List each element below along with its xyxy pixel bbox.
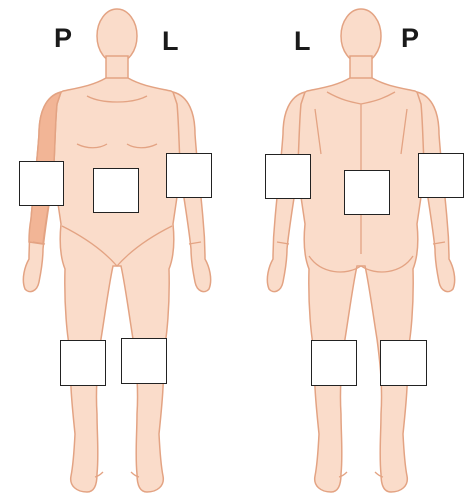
front-left-label: P: [54, 25, 72, 52]
back-left-knee-box[interactable]: [311, 340, 357, 386]
front-abdomen-box[interactable]: [93, 168, 139, 213]
front-left-arm-box[interactable]: [166, 153, 212, 198]
back-right-knee-box[interactable]: [380, 340, 427, 386]
front-right-arm-box[interactable]: [19, 161, 64, 206]
back-body-figure: [267, 9, 454, 492]
back-lower-back-box[interactable]: [344, 170, 390, 215]
front-left-knee-box[interactable]: [121, 338, 167, 384]
back-left-arm-box[interactable]: [265, 154, 311, 199]
front-right-knee-box[interactable]: [60, 340, 106, 386]
front-right-label: L: [162, 28, 179, 55]
back-left-label: L: [294, 28, 311, 55]
back-right-arm-box[interactable]: [418, 153, 464, 198]
back-right-label: P: [401, 25, 419, 52]
front-body-figure: [23, 9, 210, 492]
